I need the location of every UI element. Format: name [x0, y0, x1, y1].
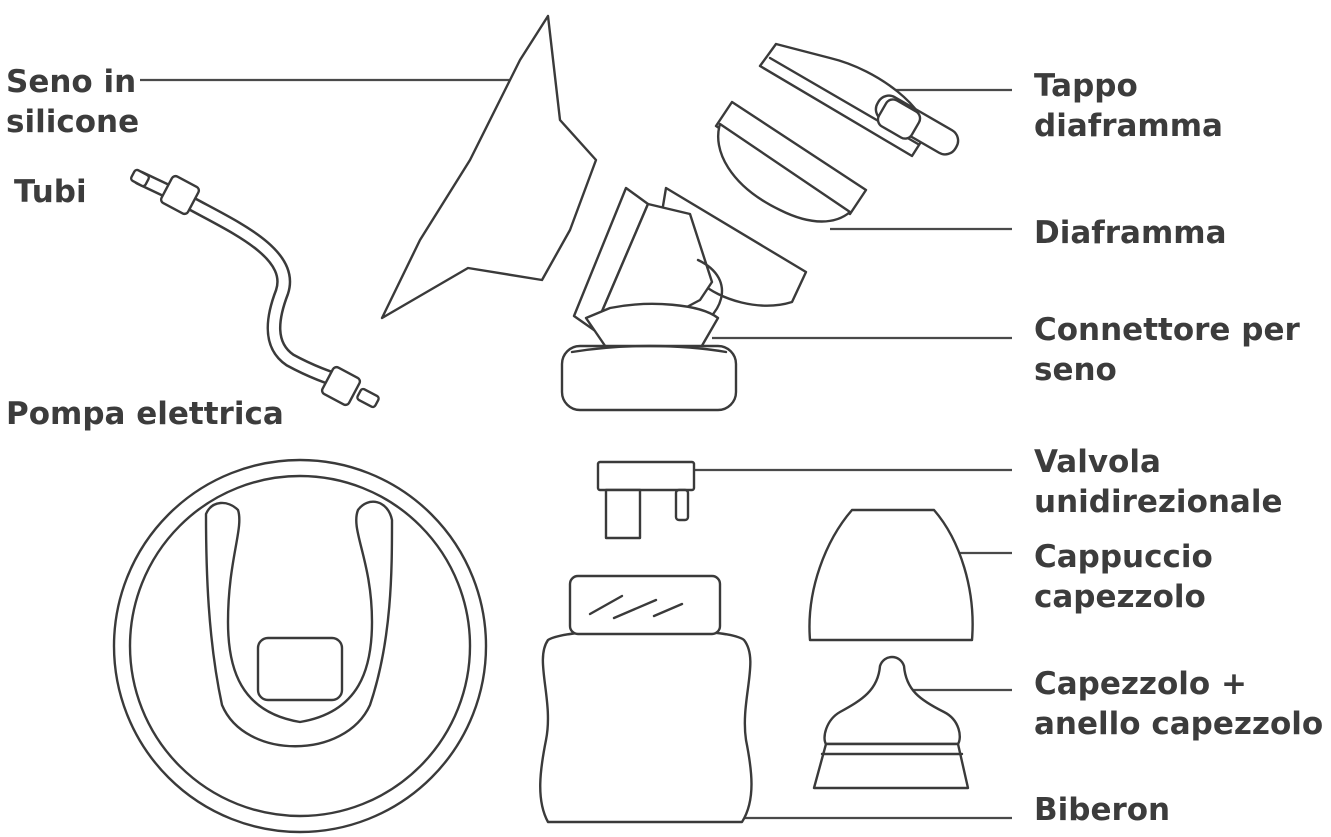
label-silicone-breast: Seno in silicone	[6, 64, 140, 140]
label-nipple-cap: Cappuccio capezzolo	[1034, 539, 1213, 615]
electric-pump-part	[112, 458, 488, 834]
pump-display-screen	[256, 636, 344, 702]
label-bottle: Biberon	[1034, 792, 1171, 828]
label-diaphragm: Diaframma	[1034, 215, 1227, 251]
bottle-part	[539, 574, 753, 824]
label-tubing: Tubi	[14, 174, 87, 210]
diaphragm-cap-part	[758, 42, 960, 158]
label-nipple-ring: Capezzolo + anello capezzolo	[1034, 666, 1324, 742]
tubing	[129, 168, 380, 409]
leader-lines	[140, 78, 1012, 820]
connector-base-ring	[560, 344, 738, 412]
label-breast-connector: Connettore per seno	[1034, 312, 1300, 388]
label-electric-pump: Pompa elettrica	[6, 396, 284, 432]
label-diaphragm-cap: Tappo diaframma	[1034, 68, 1223, 144]
label-one-way-valve: Valvola unidirezionale	[1034, 444, 1283, 520]
nipple-cap-part	[808, 508, 974, 642]
diaphragm-part	[714, 100, 868, 223]
breast-connector-part	[560, 186, 808, 412]
silicone-breast-shield	[380, 14, 598, 320]
one-way-valve-part	[596, 460, 696, 540]
nipple-ring-part	[812, 655, 970, 790]
tube-connector-bottom	[320, 365, 362, 407]
tube-connector-top	[159, 174, 201, 216]
